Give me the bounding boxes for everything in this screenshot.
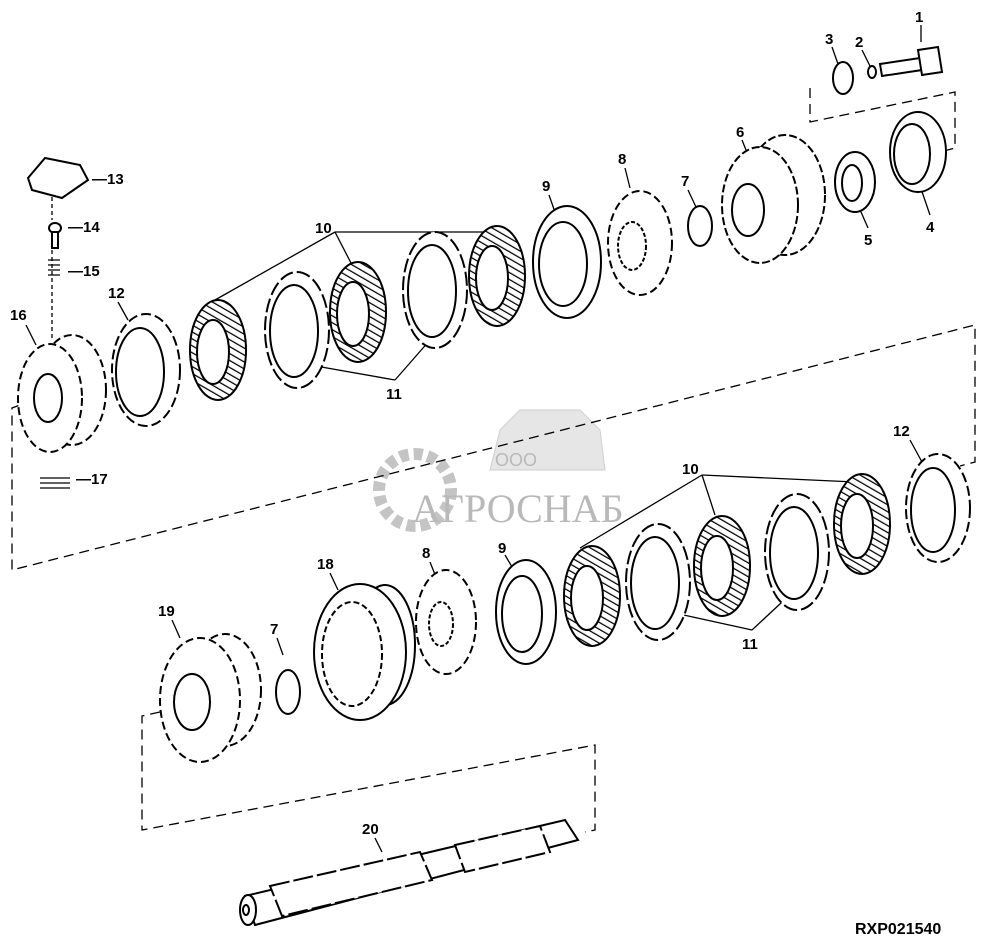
clutch-pack-lower (563, 473, 891, 647)
spring-15 (48, 259, 60, 276)
callout-6: 6 (736, 124, 744, 141)
separator-ring-12-lower (905, 453, 971, 563)
callout-2: 2 (855, 34, 863, 51)
dashed-group-top (809, 88, 956, 153)
callout-13: —13 (92, 171, 124, 188)
callout-11: 11 (386, 386, 402, 403)
watermark-logo: ООО АГРОСНАБ (373, 409, 624, 532)
callout-10: 10 (315, 220, 332, 237)
washer (832, 61, 854, 95)
snap-ring-lower (275, 669, 301, 715)
pin-14 (48, 222, 62, 249)
callout-12: 12 (108, 285, 125, 302)
callout-labels: 1 2 3 4 5 6 7 8 9 10 11 12 —13 —14 —15 1… (10, 9, 935, 838)
callout-8: 8 (618, 151, 626, 168)
gear-6 (721, 134, 826, 264)
separator-ring-12 (111, 313, 181, 427)
callout-7-lower: 7 (270, 621, 278, 638)
dashed-group-shaft (141, 711, 596, 833)
callout-10-lower: 10 (682, 461, 699, 478)
callout-9: 9 (542, 178, 550, 195)
callout-5: 5 (864, 232, 872, 249)
callout-7: 7 (681, 173, 689, 190)
callout-18: 18 (317, 556, 334, 573)
callout-15: —15 (68, 263, 100, 280)
callout-17: —17 (76, 471, 108, 488)
bearing-cone (834, 151, 876, 213)
gear-19 (159, 633, 262, 763)
callout-4: 4 (926, 219, 935, 236)
callout-20: 20 (362, 821, 379, 838)
plate-9 (532, 205, 602, 319)
gear-16 (17, 334, 107, 453)
callout-14: —14 (68, 219, 100, 236)
watermark-text-small: ООО (495, 450, 537, 470)
callout-1: 1 (915, 9, 923, 26)
detent-13 (26, 156, 90, 200)
callout-9-lower: 9 (498, 540, 506, 557)
o-ring (867, 65, 877, 79)
bolt (878, 45, 944, 78)
dashed-group-main (11, 324, 976, 571)
shaft-20 (239, 818, 580, 927)
bearing-cup (889, 111, 947, 193)
clutch-drum-18 (313, 583, 416, 721)
callout-8-lower: 8 (422, 545, 430, 562)
watermark-text: АГРОСНАБ (412, 486, 624, 531)
spring-17 (40, 477, 70, 489)
gear-8-lower (415, 569, 477, 675)
snap-ring (687, 205, 713, 247)
callout-16: 16 (10, 307, 27, 324)
plate-9-lower (495, 559, 557, 665)
figure-code: RXP021540 (855, 921, 941, 938)
callout-19: 19 (158, 603, 175, 620)
callout-11-lower: 11 (742, 636, 758, 653)
gear-8 (607, 190, 673, 296)
callout-12-lower: 12 (893, 423, 910, 440)
clutch-pack-upper (189, 225, 526, 401)
callout-3: 3 (825, 31, 833, 48)
